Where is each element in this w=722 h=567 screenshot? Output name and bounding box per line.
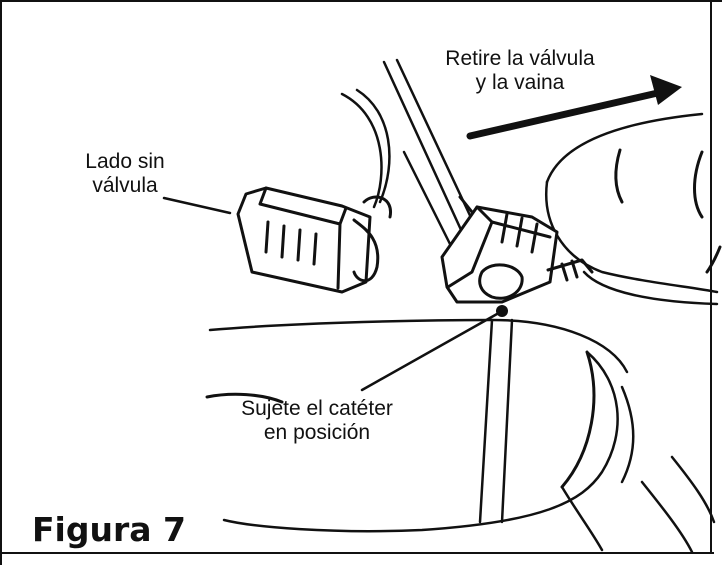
label-lado-line2: válvula [92,173,158,197]
frame-border-right [710,2,712,554]
label-sujete-line1: Sujete el catéter [241,397,393,420]
label-retire: Retire la válvula y la vaina [420,47,620,94]
label-retire-line1: Retire la válvula [445,47,595,70]
frame-border-bottom [2,552,714,554]
pointer-sujete [360,312,499,392]
direction-arrow [466,75,682,140]
label-sujete: Sujete el catéter en posición [217,397,417,444]
pointer-dot [496,305,508,317]
catheter-line-a [382,60,464,234]
label-lado-line1: Lado sin [85,150,165,173]
figure-title: Figura 7 [32,510,186,549]
arm [205,318,716,554]
label-retire-line2: y la vaina [475,70,565,94]
tubing [355,88,391,204]
pointer-lado [162,196,232,215]
valveless-connector [236,186,392,294]
label-lado: Lado sin válvula [60,150,190,197]
sheath-hub [440,195,594,304]
label-sujete-line2: en posición [263,420,371,444]
hand [545,112,722,306]
